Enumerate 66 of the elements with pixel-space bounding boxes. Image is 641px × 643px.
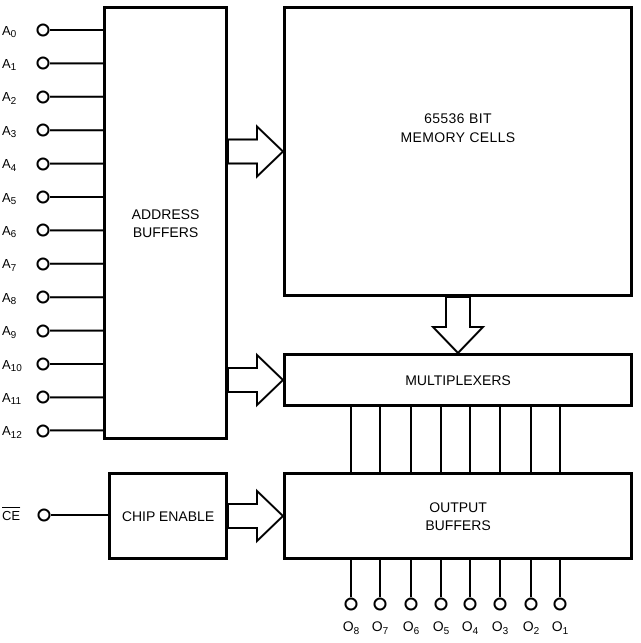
pin-label: CE bbox=[2, 508, 20, 522]
pin-label: A$_{7}$ bbox=[2, 257, 16, 270]
signal-line bbox=[559, 407, 561, 472]
pin-label: O$_{8}$ bbox=[342, 619, 360, 633]
pin-label: A$_{1}$ bbox=[2, 56, 16, 70]
pin-label: A$_{4}$ bbox=[2, 157, 16, 170]
signal-line bbox=[50, 363, 103, 365]
hollow-arrow bbox=[430, 296, 486, 354]
pin-label: A$_{2}$ bbox=[2, 90, 16, 104]
pin-label: O$_{2}$ bbox=[522, 619, 540, 633]
signal-line bbox=[499, 407, 501, 472]
signal-line bbox=[350, 560, 352, 597]
pin-label: O$_{5}$ bbox=[432, 619, 450, 633]
signal-line bbox=[530, 407, 532, 472]
pin-label: O$_{3}$ bbox=[492, 619, 508, 633]
signal-line bbox=[50, 162, 103, 165]
pin-label: O$_{4}$ bbox=[462, 619, 478, 633]
signal-line bbox=[50, 262, 103, 265]
block-label: OUTPUT BUFFERS bbox=[424, 498, 492, 534]
signal-line bbox=[50, 96, 103, 98]
pin-label: A$_{9}$ bbox=[2, 324, 16, 338]
signal-line bbox=[530, 560, 532, 597]
signal-line bbox=[50, 229, 103, 232]
signal-line bbox=[50, 429, 103, 432]
signal-line bbox=[50, 396, 103, 398]
pin-label: A$_{5}$ bbox=[2, 190, 16, 204]
block-label: CHIP ENABLE bbox=[122, 506, 214, 526]
block-label: ADDRESS BUFFERS bbox=[130, 204, 200, 242]
pin-label: A$_{11}$ bbox=[2, 390, 22, 404]
signal-line bbox=[469, 560, 471, 597]
block-label: MULTIPLEXERS bbox=[405, 370, 511, 390]
block-box bbox=[283, 472, 633, 560]
pin-label: A$_{3}$ bbox=[2, 124, 16, 137]
signal-line bbox=[50, 330, 103, 332]
block-box bbox=[283, 6, 633, 297]
pin-label: A$_{6}$ bbox=[2, 224, 16, 237]
pin-label: O$_{1}$ bbox=[552, 619, 568, 633]
signal-line bbox=[350, 407, 352, 472]
hollow-arrow bbox=[227, 352, 284, 408]
signal-line bbox=[50, 129, 103, 132]
pin-label: O$_{6}$ bbox=[402, 619, 420, 633]
block-label: 65536 BIT MEMORY CELLS bbox=[400, 109, 516, 146]
signal-line bbox=[440, 560, 442, 597]
pin-label: A$_{8}$ bbox=[2, 290, 16, 304]
block-box bbox=[283, 353, 633, 407]
signal-line bbox=[469, 407, 471, 472]
pin-label: O$_{7}$ bbox=[372, 619, 388, 633]
signal-line bbox=[379, 407, 381, 472]
signal-line bbox=[559, 560, 561, 597]
pin-label: A$_{0}$ bbox=[2, 24, 16, 36]
signal-line bbox=[410, 560, 412, 597]
signal-line bbox=[440, 407, 442, 472]
signal-line bbox=[50, 29, 103, 31]
signal-line bbox=[50, 196, 103, 198]
signal-line bbox=[410, 407, 412, 472]
signal-line bbox=[379, 560, 381, 597]
signal-line bbox=[50, 296, 103, 298]
block-box bbox=[108, 472, 228, 560]
hollow-arrow bbox=[227, 488, 284, 544]
signal-line bbox=[499, 560, 501, 597]
hollow-arrow bbox=[227, 124, 284, 179]
signal-line bbox=[50, 62, 103, 64]
block-box bbox=[103, 6, 228, 440]
signal-line bbox=[51, 514, 108, 516]
pin-label: A$_{10}$ bbox=[2, 358, 22, 370]
pin-label: A$_{12}$ bbox=[2, 424, 22, 438]
